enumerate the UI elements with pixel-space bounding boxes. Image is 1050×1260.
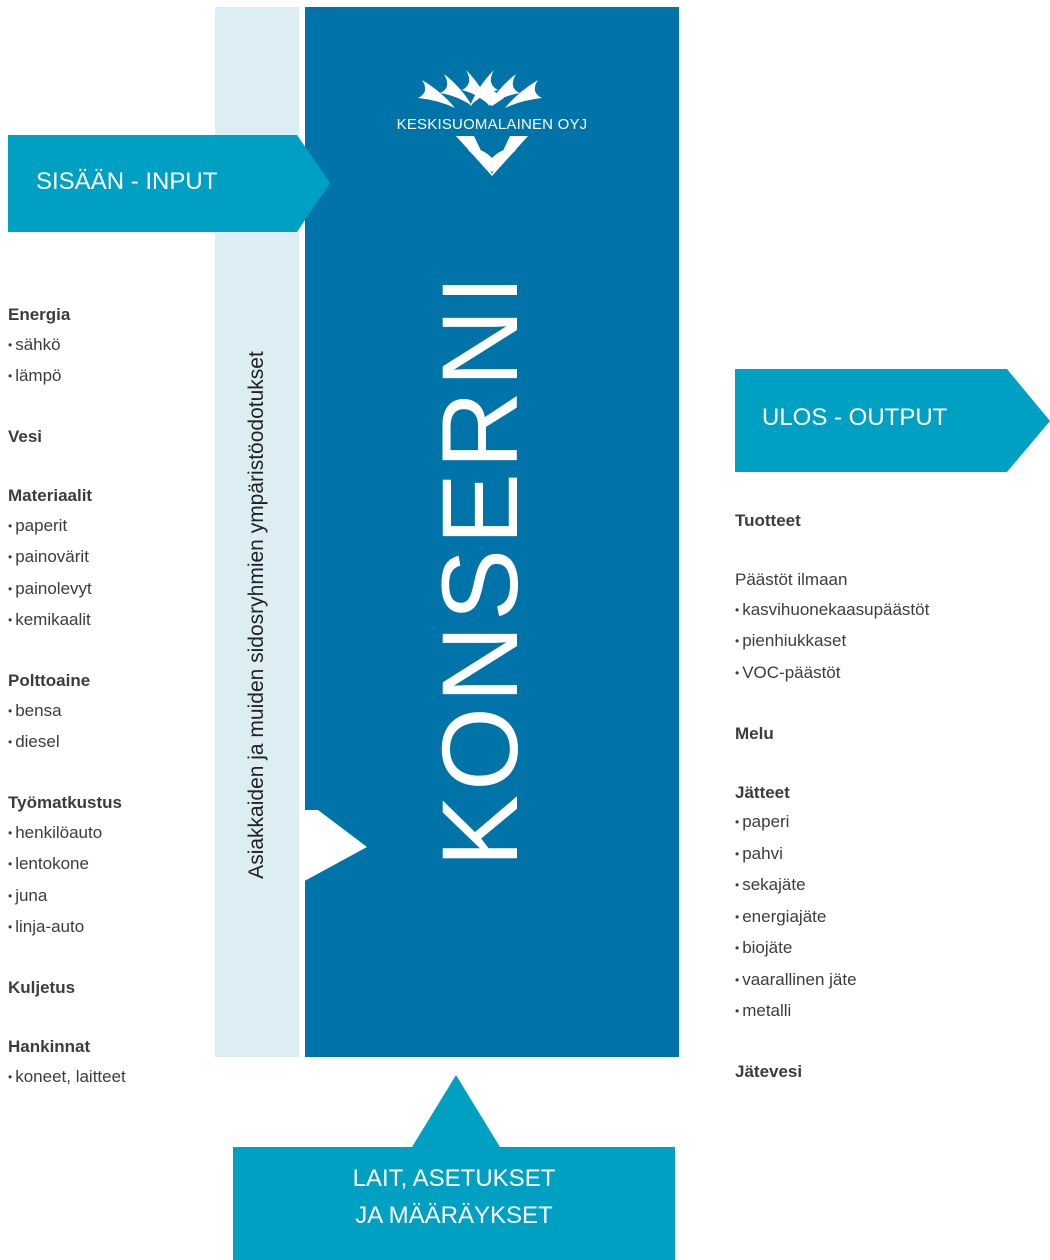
list-heading: Tuotteet <box>735 511 801 530</box>
list-heading: Materiaalit <box>8 486 93 505</box>
list-item: kasvihuonekaasupäästöt <box>735 595 1035 627</box>
list-heading: Vesi <box>8 427 43 446</box>
list-item: energiajäte <box>735 902 1035 934</box>
list-gap <box>8 393 208 423</box>
list-item: lentokone <box>8 849 208 881</box>
list-heading: Työmatkustus <box>8 793 122 812</box>
list-item: bensa <box>8 696 208 728</box>
list-item: lämpö <box>8 361 208 393</box>
input-list: EnergiasähkölämpöVesiMateriaalitpaperitp… <box>8 300 208 1093</box>
list-heading: Jätevesi <box>735 1062 803 1081</box>
input-arrow <box>8 135 330 232</box>
list-gap <box>8 759 208 789</box>
konserni-block <box>305 7 679 1057</box>
list-heading: Melu <box>735 723 774 743</box>
output-label: ULOS - OUTPUT <box>762 404 948 431</box>
list-item: metalli <box>735 996 1035 1028</box>
list-item: sekajäte <box>735 870 1035 902</box>
list-item: linja-auto <box>8 912 208 944</box>
list-gap <box>8 944 208 974</box>
list-gap <box>735 748 1035 778</box>
list-item: vaarallinen jäte <box>735 965 1035 997</box>
konserni-title: KONSERNI <box>419 270 540 868</box>
list-heading: Jätteet <box>735 782 790 802</box>
list-gap <box>8 452 208 482</box>
list-item: pienhiukkaset <box>735 626 1035 658</box>
list-item: biojäte <box>735 933 1035 965</box>
list-item: VOC-päästöt <box>735 658 1035 690</box>
list-item: painolevyt <box>8 574 208 606</box>
list-item: sähkö <box>8 330 208 362</box>
laws-arrow <box>233 1075 675 1260</box>
list-heading: Energia <box>8 305 71 324</box>
list-heading: Hankinnat <box>8 1037 91 1056</box>
list-gap <box>8 637 208 667</box>
list-item: diesel <box>8 727 208 759</box>
list-item: henkilöauto <box>8 818 208 850</box>
company-name: KESKISUOMALAINEN OYJ <box>396 116 588 133</box>
input-label: SISÄÄN - INPUT <box>36 168 218 195</box>
list-heading: Päästöt ilmaan <box>735 570 848 589</box>
list-heading: Kuljetus <box>8 978 76 997</box>
list-gap <box>735 536 1035 566</box>
list-gap <box>735 1028 1035 1058</box>
list-item: koneet, laitteet <box>8 1062 208 1094</box>
output-arrow <box>735 369 1050 472</box>
list-item: paperi <box>735 807 1035 839</box>
list-heading: Polttoaine <box>8 671 91 690</box>
list-item: paperit <box>8 511 208 543</box>
list-gap <box>8 1003 208 1033</box>
list-item: painovärit <box>8 542 208 574</box>
laws-label-line1: LAIT, ASETUKSET <box>352 1165 556 1192</box>
list-item: pahvi <box>735 839 1035 871</box>
list-item: juna <box>8 881 208 913</box>
laws-label: LAIT, ASETUKSET JA MÄÄRÄYKSET <box>233 1160 675 1234</box>
inner-arrow <box>299 810 367 884</box>
keskisuomalainen-logo-icon <box>418 70 542 176</box>
list-gap <box>735 689 1035 719</box>
laws-label-line2: JA MÄÄRÄYKSET <box>355 1202 553 1229</box>
stakeholder-band-text: Asiakkaiden ja muiden sidosryhmien ympär… <box>245 351 268 879</box>
list-item: kemikaalit <box>8 605 208 637</box>
